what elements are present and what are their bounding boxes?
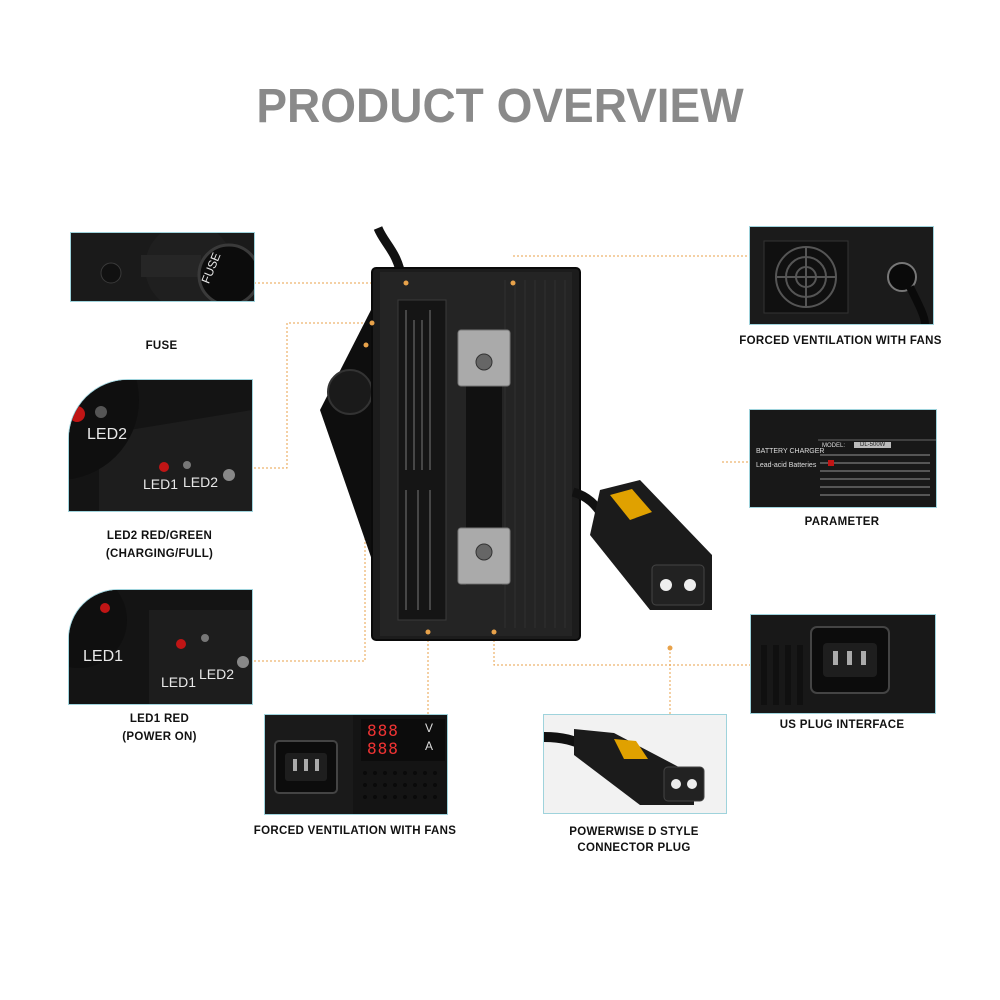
label-led1-line2: (POWER ON) bbox=[122, 731, 197, 743]
led2-text-small: LED2 bbox=[183, 474, 219, 490]
param-model-value: DL-500W bbox=[854, 442, 892, 448]
leader-us-plug bbox=[493, 636, 750, 666]
photo-led1: LED1 LED1 LED2 bbox=[68, 589, 253, 705]
label-led2-line2: (CHARGING/FULL) bbox=[105, 548, 214, 560]
connector-pin-left bbox=[660, 579, 672, 591]
param-brand: BATTERY CHARGER bbox=[756, 448, 825, 455]
screw-bottom bbox=[475, 543, 493, 561]
param-type: Lead-acid Batteries bbox=[756, 462, 817, 469]
photo-connector bbox=[543, 714, 727, 814]
label-parameter: PARAMETER bbox=[804, 516, 880, 528]
connector-face bbox=[651, 564, 705, 606]
led1-text-zoom: LED1 bbox=[83, 648, 124, 665]
label-fans-top: FORCED VENTILATION WITH FANS bbox=[739, 335, 942, 347]
photo-led2: LED2 LED1 LED2 bbox=[68, 379, 253, 512]
label-us-plug: US PLUG INTERFACE bbox=[779, 719, 905, 731]
label-text-lines bbox=[405, 310, 431, 610]
led2-text-zoom: LED2 bbox=[87, 426, 128, 443]
side-fan-icon bbox=[327, 369, 373, 415]
led1-text-small: LED1 bbox=[143, 476, 179, 492]
connector-warning-label bbox=[610, 489, 652, 520]
photo-fans-top bbox=[749, 226, 934, 325]
marker-dots bbox=[363, 280, 673, 651]
connector-pin-right bbox=[684, 579, 696, 591]
page-title: PRODUCT OVERVIEW bbox=[256, 77, 744, 133]
label-led2-line1: LED2 RED/GREEN bbox=[106, 530, 213, 542]
param-model-label: MODEL: bbox=[822, 443, 846, 449]
label-fuse: FUSE bbox=[145, 340, 178, 352]
display-volts-unit: V bbox=[425, 721, 434, 735]
screw-top bbox=[475, 353, 493, 371]
side-fan-housing bbox=[320, 308, 380, 560]
photo-us-plug bbox=[750, 614, 936, 714]
display-amps: 888 bbox=[367, 739, 399, 758]
led1-text-small: LED1 bbox=[161, 674, 197, 690]
label-connector-line1: POWERWISE D STYLE bbox=[569, 826, 699, 838]
label-connector-line2: CONNECTOR PLUG bbox=[577, 842, 691, 854]
led2-text-small: LED2 bbox=[199, 666, 235, 682]
photo-fuse: FUSE bbox=[70, 232, 255, 302]
photo-fans-bottom: 888 V 888 A bbox=[264, 714, 448, 815]
leader-led2 bbox=[250, 322, 372, 469]
display-amps-unit: A bbox=[425, 739, 434, 753]
label-led1-line1: LED1 RED bbox=[129, 713, 190, 725]
photo-parameter: BATTERY CHARGER Lead-acid Batteries MODE… bbox=[749, 409, 937, 508]
display-volts: 888 bbox=[367, 721, 399, 740]
label-fans-bottom: FORCED VENTILATION WITH FANS bbox=[253, 825, 457, 837]
